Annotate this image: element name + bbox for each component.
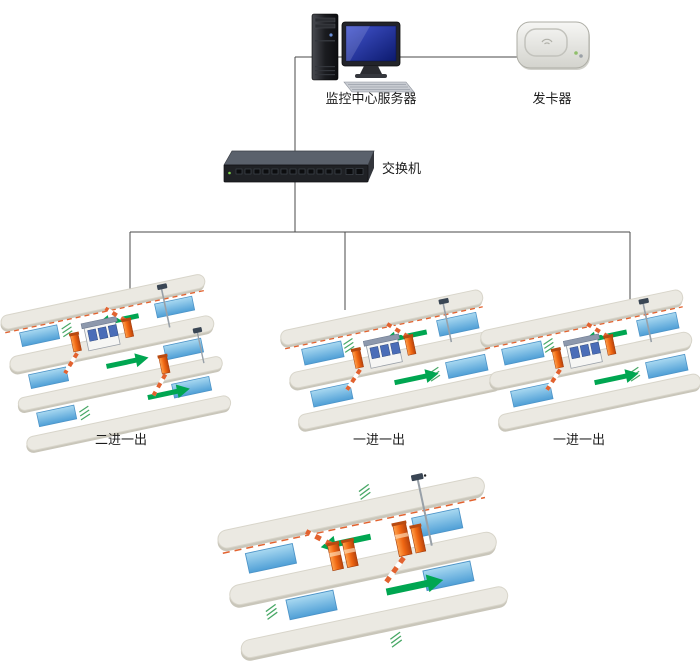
switch-power-led [228, 171, 231, 175]
lane-group-1-label: 二进一出 [94, 432, 148, 447]
keyboard [343, 81, 415, 93]
barrier-gate-entry [304, 529, 359, 572]
lane-group-2-label: 一进一出 [352, 432, 406, 447]
switch-ports [235, 168, 364, 175]
exit-arrow [105, 353, 149, 369]
stop-line-dashed [5, 289, 205, 334]
slow-marking [61, 322, 91, 421]
desktop-computer-icon [311, 13, 415, 93]
toll-booth [80, 315, 121, 352]
camera-pole [192, 327, 205, 364]
exit-arrow [147, 384, 190, 400]
lane-group-two-in-one-out [0, 274, 232, 453]
camera-pole [156, 283, 171, 328]
road-strips [217, 476, 509, 661]
network-switch-icon [223, 150, 375, 183]
road-strips [0, 274, 232, 453]
server-label: 监控中心服务器 [325, 91, 417, 106]
lane-group-3-label: 一进一出 [552, 432, 606, 447]
card-issuer-label: 发卡器 [532, 91, 572, 106]
stop-line-dashed [222, 496, 486, 554]
lane-group-one-in-one-out [276, 286, 505, 435]
lane-group-one-in-one-out [476, 286, 700, 435]
barrier-gate-entry [104, 306, 135, 339]
barrier-gate-exit [384, 520, 427, 584]
barrier-gate-exit [151, 353, 171, 397]
camera-pole [410, 473, 433, 546]
exit-arrow [385, 574, 444, 596]
slow-marking [265, 483, 403, 648]
connection-lines [129, 56, 631, 310]
monitor [341, 21, 401, 78]
lane-group-detail [217, 473, 509, 661]
card-issuer-icon [516, 21, 590, 70]
switch-label: 交换机 [382, 161, 422, 176]
barrier-gate-exit [63, 331, 82, 375]
